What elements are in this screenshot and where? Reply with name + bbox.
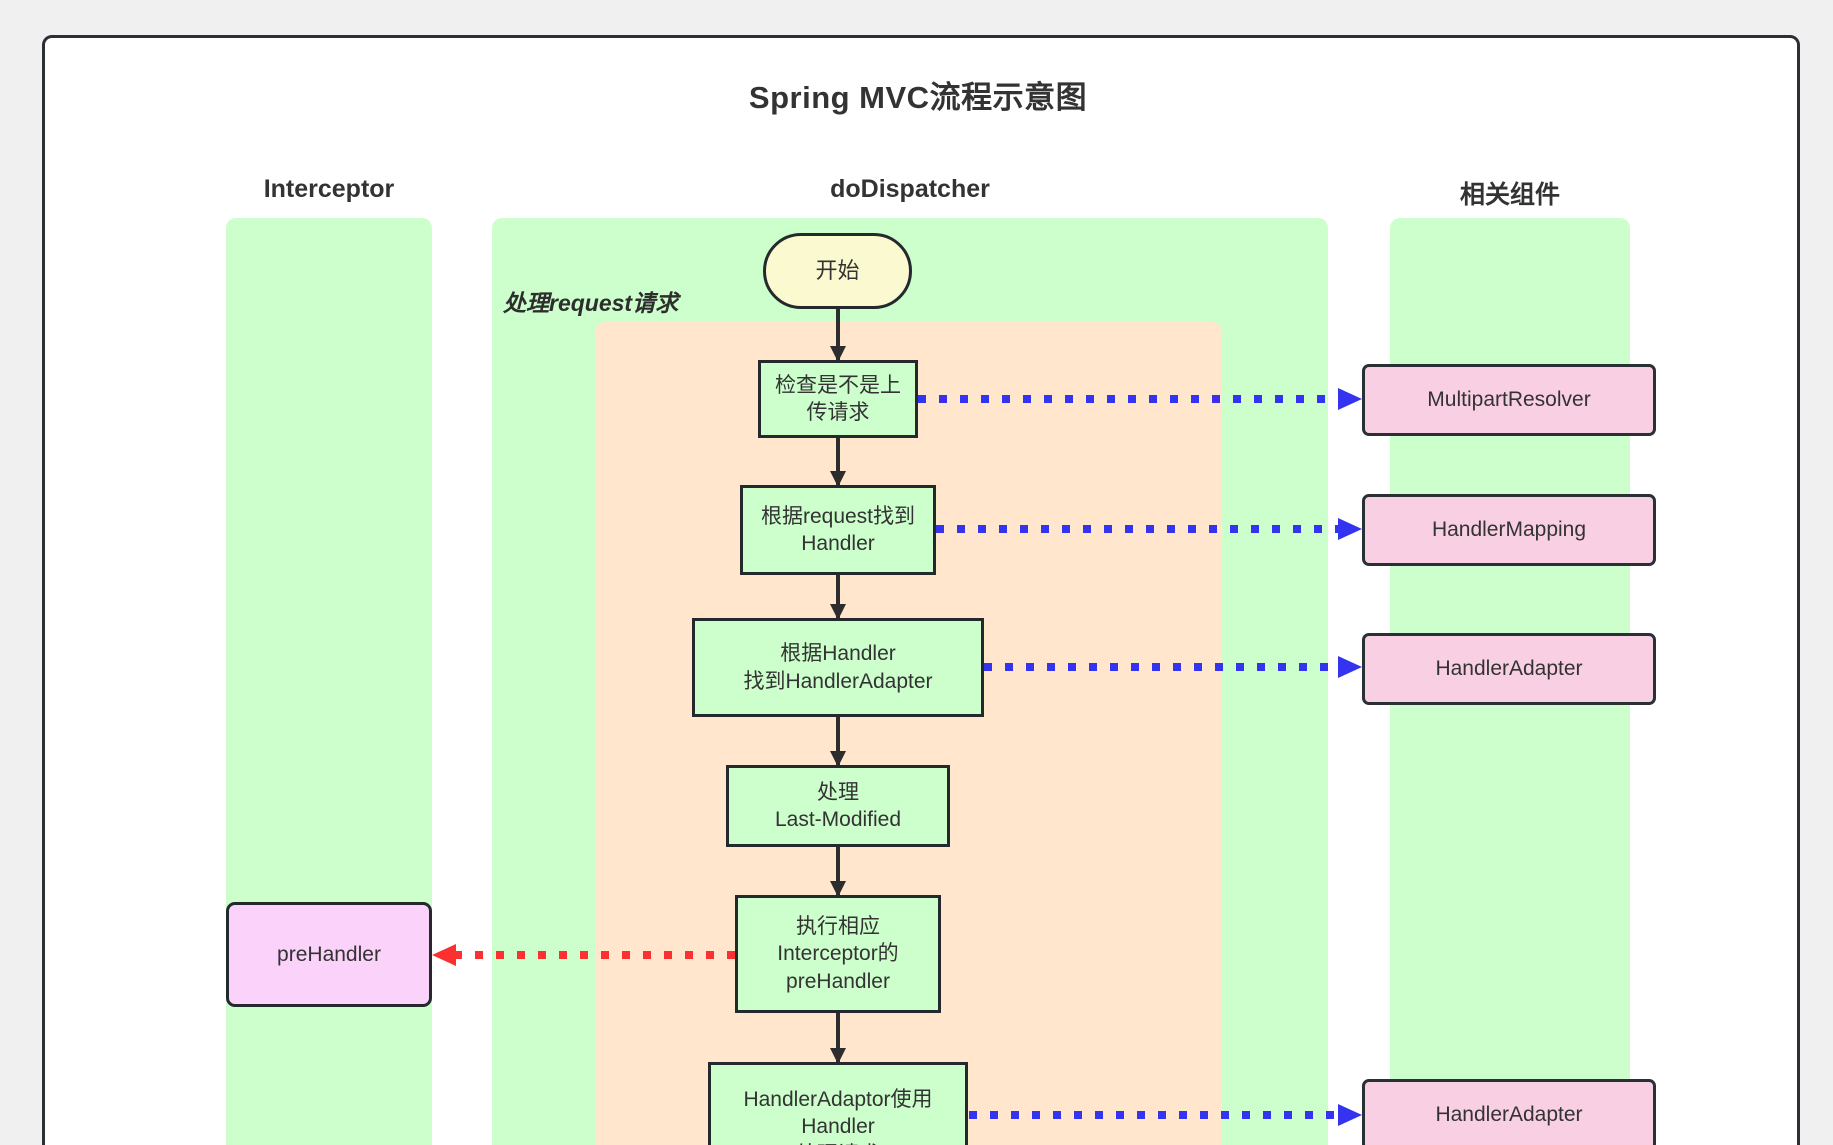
component-label: HandlerAdapter <box>1435 657 1583 681</box>
request-note: 处理request请求 <box>503 290 679 316</box>
step-find-handler: 根据request找到 Handler <box>740 485 936 575</box>
flow-arrow-down-icon <box>836 575 840 618</box>
flow-arrow-down-icon <box>836 309 840 360</box>
step-line: 根据request找到 <box>760 504 916 528</box>
step-line: preHandler <box>786 969 890 993</box>
request-phase-region <box>595 322 1222 1145</box>
column-header-interceptor: Interceptor <box>263 175 395 203</box>
column-header-components: 相关组件 <box>1459 181 1560 209</box>
step-line: 执行相应 <box>796 915 880 939</box>
column-header-dodispatcher: doDispatcher <box>830 175 990 203</box>
component-handler-adapter-2: HandlerAdapter <box>1362 1079 1656 1145</box>
component-label: HandlerAdapter <box>1435 1103 1583 1127</box>
step-line: Interceptor的 <box>777 942 899 966</box>
prehandler-node: preHandler <box>226 902 432 1007</box>
step-line: Handler <box>801 532 875 555</box>
component-label: MultipartResolver <box>1427 388 1591 412</box>
step-line: 找到HandlerAdapter <box>743 669 933 693</box>
component-handler-mapping: HandlerMapping <box>1362 494 1656 566</box>
step-find-handler-adapter: 根据Handler 找到HandlerAdapter <box>692 618 984 717</box>
flow-arrow-down-icon <box>836 438 840 485</box>
step-line: 处理请求 <box>796 1141 880 1145</box>
step-line: HandlerAdaptor使用 <box>743 1088 933 1112</box>
step-last-modified: 处理 Last-Modified <box>726 765 950 847</box>
step-line: Last-Modified <box>774 808 902 831</box>
step-line: 检查是不是上 <box>775 373 901 397</box>
link-arrow-prehandler-icon <box>456 951 735 959</box>
step-line: 处理 <box>817 780 859 804</box>
flow-arrow-down-icon <box>836 1013 840 1062</box>
link-arrow-multipart-resolver-icon <box>918 395 1338 403</box>
step-line: 传请求 <box>806 401 870 424</box>
link-arrow-handler-mapping-icon <box>936 525 1338 533</box>
link-arrow-handler-adapter-icon <box>984 663 1338 671</box>
diagram-title: Spring MVC流程示意图 <box>748 80 1088 115</box>
step-line: Handler <box>801 1115 875 1139</box>
step-line: 根据Handler <box>780 642 896 666</box>
flow-arrow-down-icon <box>836 847 840 895</box>
step-check-multipart: 检查是不是上 传请求 <box>758 360 918 438</box>
component-multipart-resolver: MultipartResolver <box>1362 364 1656 436</box>
step-run-prehandler: 执行相应 Interceptor的 preHandler <box>735 895 941 1013</box>
start-node: 开始 <box>763 233 912 309</box>
component-handler-adapter: HandlerAdapter <box>1362 633 1656 705</box>
start-node-label: 开始 <box>815 257 860 283</box>
step-handler-adaptor-handle: HandlerAdaptor使用 Handler 处理请求 <box>708 1062 968 1145</box>
flow-arrow-down-icon <box>836 717 840 765</box>
component-label: HandlerMapping <box>1431 518 1587 542</box>
link-arrow-handler-adapter-2-icon <box>969 1111 1338 1119</box>
prehandler-label: preHandler <box>277 942 381 966</box>
